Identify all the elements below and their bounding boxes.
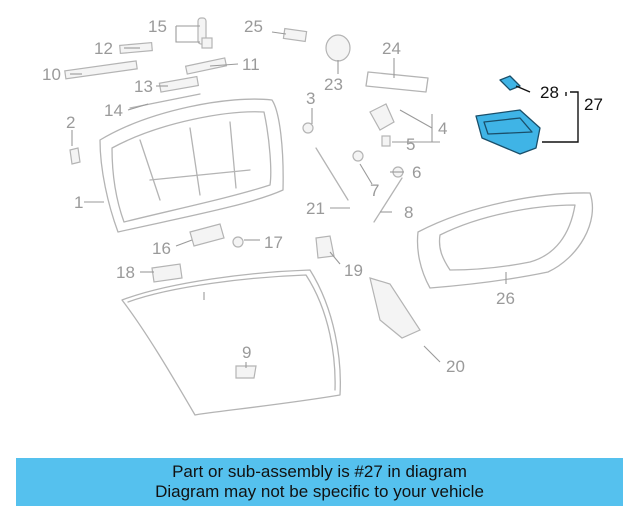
callout-21: 21 xyxy=(306,199,325,218)
highlighted-part-28 xyxy=(499,75,521,91)
callout-1: 1 xyxy=(74,193,83,212)
callout-23: 23 xyxy=(324,75,343,94)
callout-5: 5 xyxy=(406,135,415,154)
callout-26: 26 xyxy=(496,289,515,308)
banner-line-1: Part or sub-assembly is #27 in diagram xyxy=(172,462,467,481)
callout-labels: 1 2 3 4 5 6 7 8 9 10 11 12 13 14 15 16 1… xyxy=(42,17,603,376)
callout-7: 7 xyxy=(370,181,379,200)
callout-18: 18 xyxy=(116,263,135,282)
small-parts xyxy=(64,17,429,379)
callout-19: 19 xyxy=(344,261,363,280)
callout-15: 15 xyxy=(148,17,167,36)
callout-3: 3 xyxy=(306,89,315,108)
callout-17: 17 xyxy=(264,233,283,252)
callout-14: 14 xyxy=(104,101,123,120)
callout-28: 28 xyxy=(540,83,559,102)
info-banner: Part or sub-assembly is #27 in diagram D… xyxy=(16,458,623,506)
callout-11: 11 xyxy=(242,55,260,74)
callout-2: 2 xyxy=(66,113,75,132)
trim-panel-part xyxy=(416,192,594,289)
callout-4: 4 xyxy=(438,119,447,138)
callout-13: 13 xyxy=(134,77,153,96)
callout-25: 25 xyxy=(244,17,263,36)
highlighted-part-27 xyxy=(475,109,541,155)
callout-9: 9 xyxy=(242,343,251,362)
callout-6: 6 xyxy=(412,163,421,182)
callout-20: 20 xyxy=(446,357,465,376)
parts-diagram: 1 2 3 4 5 6 7 8 9 10 11 12 13 14 15 16 1… xyxy=(42,17,603,416)
weatherstrip-seal-part xyxy=(121,269,341,416)
banner-line-2: Diagram may not be specific to your vehi… xyxy=(155,482,484,501)
trunk-lid-part xyxy=(99,98,284,233)
callout-27: 27 xyxy=(584,95,603,114)
callout-16: 16 xyxy=(152,239,171,258)
callout-8: 8 xyxy=(404,203,413,222)
callout-10: 10 xyxy=(42,65,61,84)
callout-12: 12 xyxy=(94,39,113,58)
leader-lines xyxy=(70,25,579,368)
callout-24: 24 xyxy=(382,39,401,58)
